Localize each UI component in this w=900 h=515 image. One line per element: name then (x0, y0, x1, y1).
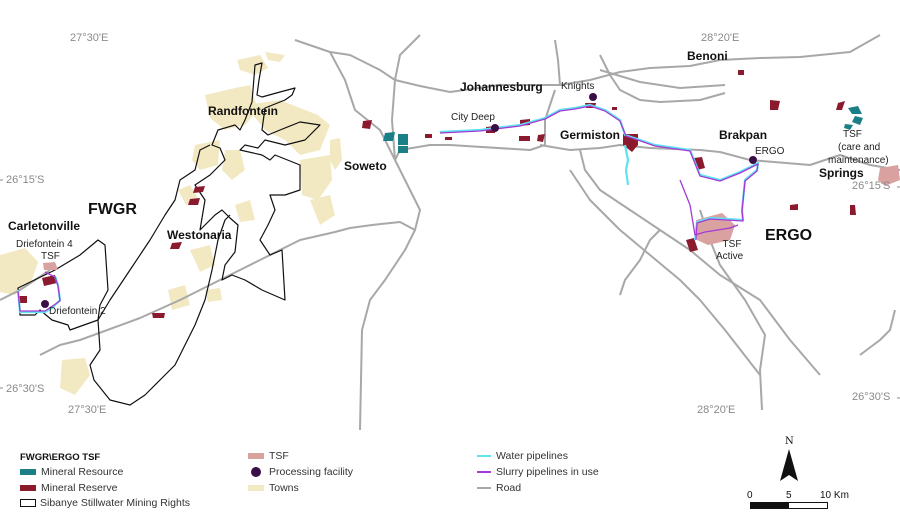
site-label-knights: Knights (561, 81, 595, 92)
water-pipeline-line-icon (477, 455, 491, 457)
mining-rights-layer (17, 62, 321, 406)
legend-label: TSF (269, 450, 289, 462)
town-label-johannesburg: Johannesburg (460, 80, 543, 94)
graticule-label-lat-north-right: 26°15'S (852, 180, 891, 192)
tsf-swatch-icon (248, 453, 264, 459)
scale-label-10km: 10 Km (820, 490, 849, 501)
legend-item-towns: Towns (248, 481, 299, 495)
graticule-label-lat-north-left: 26°15'S (6, 174, 45, 186)
processing-facility-driefontein2 (41, 300, 49, 308)
slurry-pipelines-layer (17, 105, 759, 312)
graticule-label-lon-west-bottom: 27°30'E (68, 404, 107, 416)
mineral-resource-layer (383, 106, 863, 153)
town-label-benoni: Benoni (687, 49, 728, 63)
legend-label: Sibanye Stillwater Mining Rights (40, 497, 190, 509)
legend-item-tsf: TSF (248, 449, 289, 463)
town-label-carletonville: Carletonville (8, 219, 81, 233)
legend-title: FWGR\ERGO TSF (20, 452, 101, 463)
processing-facility-knights (589, 93, 597, 101)
site-label-tsf-active-1: TSF (722, 239, 742, 250)
processing-facility-dot-icon (251, 467, 261, 477)
site-label-ergo: ERGO (755, 146, 785, 157)
processing-facility-city-deep (491, 124, 499, 132)
north-arrow-icon (780, 449, 798, 481)
graticule-label-lon-east-bottom: 28°20'E (697, 404, 736, 416)
region-label-ergo: ERGO (765, 227, 813, 244)
mineral-resource-swatch-icon (20, 469, 36, 475)
site-label-city-deep: City Deep (451, 112, 495, 123)
legend-label: Mineral Reserve (41, 482, 118, 494)
graticule-label-lon-east-top: 28°20'E (701, 32, 740, 44)
scale-bar-white-segment (789, 503, 827, 508)
town-label-randfontein: Randfontein (208, 104, 278, 118)
site-label-tsf-active-2: Active (716, 251, 744, 262)
roads-layer (0, 34, 900, 431)
legend-label: Processing facility (269, 466, 354, 478)
mineral-reserve-swatch-icon (20, 485, 36, 491)
site-label-driefontein4-tsf: TSF (41, 251, 60, 262)
map-svg (0, 34, 900, 431)
legend-item-processing-facility: Processing facility (248, 465, 353, 479)
map-legend: FWGR\ERGO TSF Mineral Resource Mineral R… (0, 430, 900, 515)
region-label-fwgr: FWGR (88, 201, 137, 218)
towns-swatch-icon (248, 485, 264, 491)
town-label-brakpan: Brakpan (719, 128, 768, 142)
site-label-driefontein2: Driefontein 2 (49, 306, 106, 317)
scale-bar (750, 502, 828, 509)
north-arrow: N (775, 436, 805, 484)
graticule-label-lat-south-right: 26°30'S (852, 391, 891, 403)
processing-facility-ergo (749, 156, 757, 164)
processing-facilities-layer (41, 93, 757, 308)
legend-label: Mineral Resource (41, 466, 124, 478)
site-label-tsf-cm-3: maintenance) (828, 155, 889, 166)
scale-bar-black-segment (751, 503, 789, 508)
site-label-tsf-cm-1: TSF (843, 129, 862, 140)
town-label-germiston: Germiston (560, 128, 621, 142)
tsf-layer (43, 165, 900, 270)
legend-label: Road (496, 482, 522, 494)
site-label-tsf-cm-2: (care and (838, 142, 881, 153)
legend-item-water-pipelines: Water pipelines (477, 449, 568, 463)
legend-label: Towns (269, 482, 299, 494)
town-label-soweto: Soweto (344, 159, 387, 173)
site-label-driefontein4: Driefontein 4 (16, 239, 73, 250)
map-canvas[interactable]: FWGR ERGO Randfontein Carletonville West… (0, 0, 900, 431)
legend-item-mining-rights: Sibanye Stillwater Mining Rights (20, 496, 190, 510)
legend-item-mineral-resource: Mineral Resource (20, 465, 123, 479)
towns-layer (0, 52, 342, 395)
legend-label: Slurry pipelines in use (496, 466, 599, 478)
legend-item-road: Road (477, 481, 521, 495)
north-label: N (785, 436, 794, 447)
scale-label-5: 5 (786, 490, 792, 501)
road-line-icon (477, 487, 491, 489)
slurry-pipeline-line-icon (477, 471, 491, 473)
town-label-westonaria: Westonaria (167, 228, 232, 242)
graticule-label-lat-south-left: 26°30'S (6, 383, 45, 395)
legend-label: Water pipelines (496, 450, 568, 462)
scale-label-0: 0 (747, 490, 753, 501)
legend-item-mineral-reserve: Mineral Reserve (20, 481, 117, 495)
graticule-label-lon-west-top: 27°30'E (70, 32, 109, 44)
legend-item-slurry-pipelines: Slurry pipelines in use (477, 465, 599, 479)
town-label-springs: Springs (819, 166, 864, 180)
mining-rights-outline-icon (20, 499, 36, 507)
